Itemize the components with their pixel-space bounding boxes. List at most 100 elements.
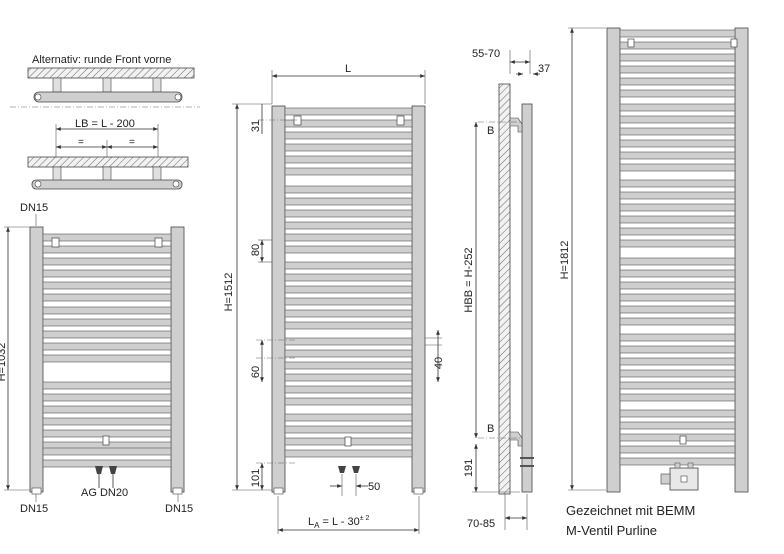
radiator-h1032: DN15 AG DN20 DN15 DN15 H=1032	[0, 202, 193, 515]
rail-bar	[42, 293, 172, 302]
rail-bar	[619, 29, 736, 38]
rail-bar	[619, 445, 736, 454]
d101-label: 101	[250, 469, 262, 487]
rail-bar	[42, 354, 172, 363]
rail-bar	[284, 397, 413, 406]
radiator-h1812: H=1812 Gezeichnet mit BEMM M-Ventil Purl…	[559, 27, 749, 538]
rail-bar	[42, 393, 172, 402]
rail-bar	[619, 203, 736, 212]
d37-label: 37	[538, 63, 550, 75]
rail-bar	[42, 269, 172, 278]
rail-bar	[284, 337, 413, 346]
la-label: LA = L - 30± 2	[308, 515, 370, 530]
rail-bar	[284, 107, 413, 116]
rail-bar	[619, 293, 736, 302]
rail-bar	[42, 318, 172, 327]
side-view: 55-70 37 B B HBB = H-252 191 70-85	[463, 48, 550, 530]
rail-bar	[619, 89, 736, 98]
rail-bar	[619, 317, 736, 326]
rail-bar	[619, 345, 736, 354]
rail-bar	[619, 115, 736, 124]
alt-round-front-label: Alternativ: runde Front vorne	[32, 54, 171, 66]
rail-bar	[42, 245, 172, 254]
rail-bar	[284, 197, 413, 206]
L-label: L	[345, 63, 351, 75]
rail-bar	[284, 385, 413, 394]
rail-bar	[619, 369, 736, 378]
rail-bar	[284, 119, 413, 128]
rail-bar	[284, 361, 413, 370]
radiator-h1512: L H=1512 31 80 60 101 40	[223, 63, 445, 534]
mount-detail-round-front: Alternativ: runde Front vorne	[10, 54, 200, 108]
rail-bar	[284, 245, 413, 254]
rail-bar	[619, 281, 736, 290]
rail-bar	[619, 191, 736, 200]
rail-bar	[619, 393, 736, 402]
rail-bar	[619, 239, 736, 248]
eq-left: =	[78, 137, 84, 148]
rail-bar	[619, 215, 736, 224]
dn15-bottom-right-label: DN15	[165, 503, 193, 515]
ag-dn20-label: AG DN20	[81, 487, 128, 499]
rail-bar	[284, 209, 413, 218]
left-tube-b	[271, 105, 286, 493]
d5570-label: 55-70	[472, 48, 500, 60]
rail-bar	[284, 131, 413, 140]
rail-bar	[619, 127, 736, 136]
rail-bar	[619, 53, 736, 62]
d40-label: 40	[433, 357, 445, 369]
rail-bar	[42, 306, 172, 315]
wall-hatch-2	[27, 156, 189, 168]
left-tube-a	[29, 226, 44, 493]
note-line1: Gezeichnet mit BEMM	[566, 503, 695, 518]
right-tube-b	[411, 105, 426, 493]
rail-bar	[619, 151, 736, 160]
rail-bar	[284, 373, 413, 382]
rail-bar	[284, 143, 413, 152]
wall-hatch-1	[27, 67, 195, 79]
rail-bar	[619, 41, 736, 50]
rail-bar	[42, 381, 172, 390]
rail-bar	[619, 305, 736, 314]
d80-label: 80	[250, 244, 262, 256]
rail-bar	[284, 425, 413, 434]
rail-bar	[619, 433, 736, 442]
rail-bar	[42, 342, 172, 351]
d191-label: 191	[463, 459, 475, 477]
side-tube	[521, 103, 533, 493]
rail-bar	[619, 421, 736, 430]
rail-bar	[284, 309, 413, 318]
rail-bar	[619, 269, 736, 278]
rail-bar	[284, 285, 413, 294]
rail-bar	[619, 333, 736, 342]
rail-bar	[619, 257, 736, 266]
rail-bar	[42, 281, 172, 290]
lb-label: LB = L - 200	[75, 118, 135, 130]
rail-bar	[619, 381, 736, 390]
dn15-top-label: DN15	[20, 202, 48, 214]
rail-bar	[619, 409, 736, 418]
left-tube-c	[606, 27, 621, 493]
h1032-label: H=1032	[0, 343, 8, 382]
rail-bar	[619, 77, 736, 86]
rail-bar	[42, 417, 172, 426]
rail-bar	[42, 459, 172, 468]
rail-bar	[284, 297, 413, 306]
rail-bar	[284, 261, 413, 270]
rail-bar	[284, 221, 413, 230]
bracket-b-top-label: B	[487, 125, 494, 137]
eq-right: =	[129, 137, 135, 148]
rail-bar	[284, 413, 413, 422]
d7085-label: 70-85	[467, 518, 495, 530]
rail-bar	[284, 167, 413, 176]
d50-label: 50	[368, 481, 380, 493]
round-front-bar	[33, 91, 183, 103]
rail-bar	[619, 139, 736, 148]
mount-detail-lb: LB = L - 200 = =	[27, 118, 189, 190]
right-tube-a	[170, 226, 185, 493]
rail-bar	[619, 227, 736, 236]
rail-bar	[284, 449, 413, 458]
d60-label: 60	[250, 366, 262, 378]
rail-bar	[284, 273, 413, 282]
rail-bar	[284, 155, 413, 164]
